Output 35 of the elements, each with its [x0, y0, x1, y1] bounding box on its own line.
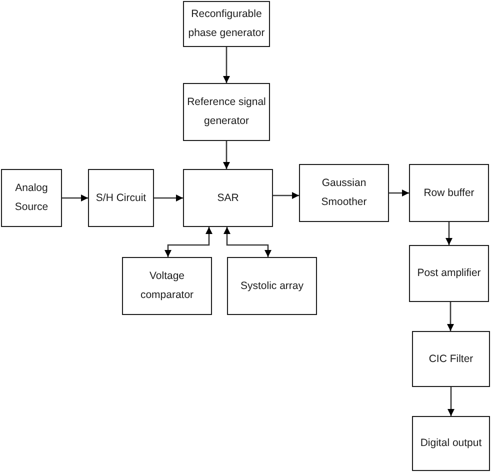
arrow	[223, 141, 230, 169]
arrow	[447, 302, 454, 331]
block-label: Reconfigurable phase generator	[187, 7, 266, 41]
block-label: CIC Filter	[428, 352, 474, 366]
block-label: Post amplifier	[417, 266, 481, 281]
process-box	[1, 169, 62, 227]
process-box	[183, 169, 273, 227]
process-box	[183, 1, 270, 47]
block-label: Reference signal generator	[187, 95, 266, 129]
block-label: Digital output	[420, 436, 482, 451]
block-label: Row buffer	[424, 186, 474, 200]
process-box	[299, 164, 389, 222]
double-arrow	[224, 227, 272, 257]
arrow	[223, 47, 230, 83]
process-box	[227, 257, 317, 315]
arrow	[389, 190, 409, 196]
arrow	[273, 192, 299, 199]
block-label: Gaussian Smoother	[320, 176, 368, 210]
process-box	[183, 83, 270, 141]
process-box	[409, 164, 489, 222]
block-label: Voltage comparator	[139, 269, 195, 303]
double-arrow	[164, 227, 212, 257]
process-box	[412, 331, 490, 387]
process-box	[409, 245, 489, 302]
block-label: Systolic array	[240, 278, 304, 294]
block-label: SAR	[217, 190, 239, 206]
process-box	[88, 169, 154, 227]
process-box	[122, 257, 212, 315]
process-box	[412, 416, 490, 471]
block-label: Analog Source	[14, 181, 50, 215]
block-label: S/H Circuit	[96, 190, 146, 206]
arrow	[154, 194, 183, 202]
arrow	[62, 194, 88, 202]
arrow	[446, 222, 452, 245]
arrow	[448, 387, 454, 416]
